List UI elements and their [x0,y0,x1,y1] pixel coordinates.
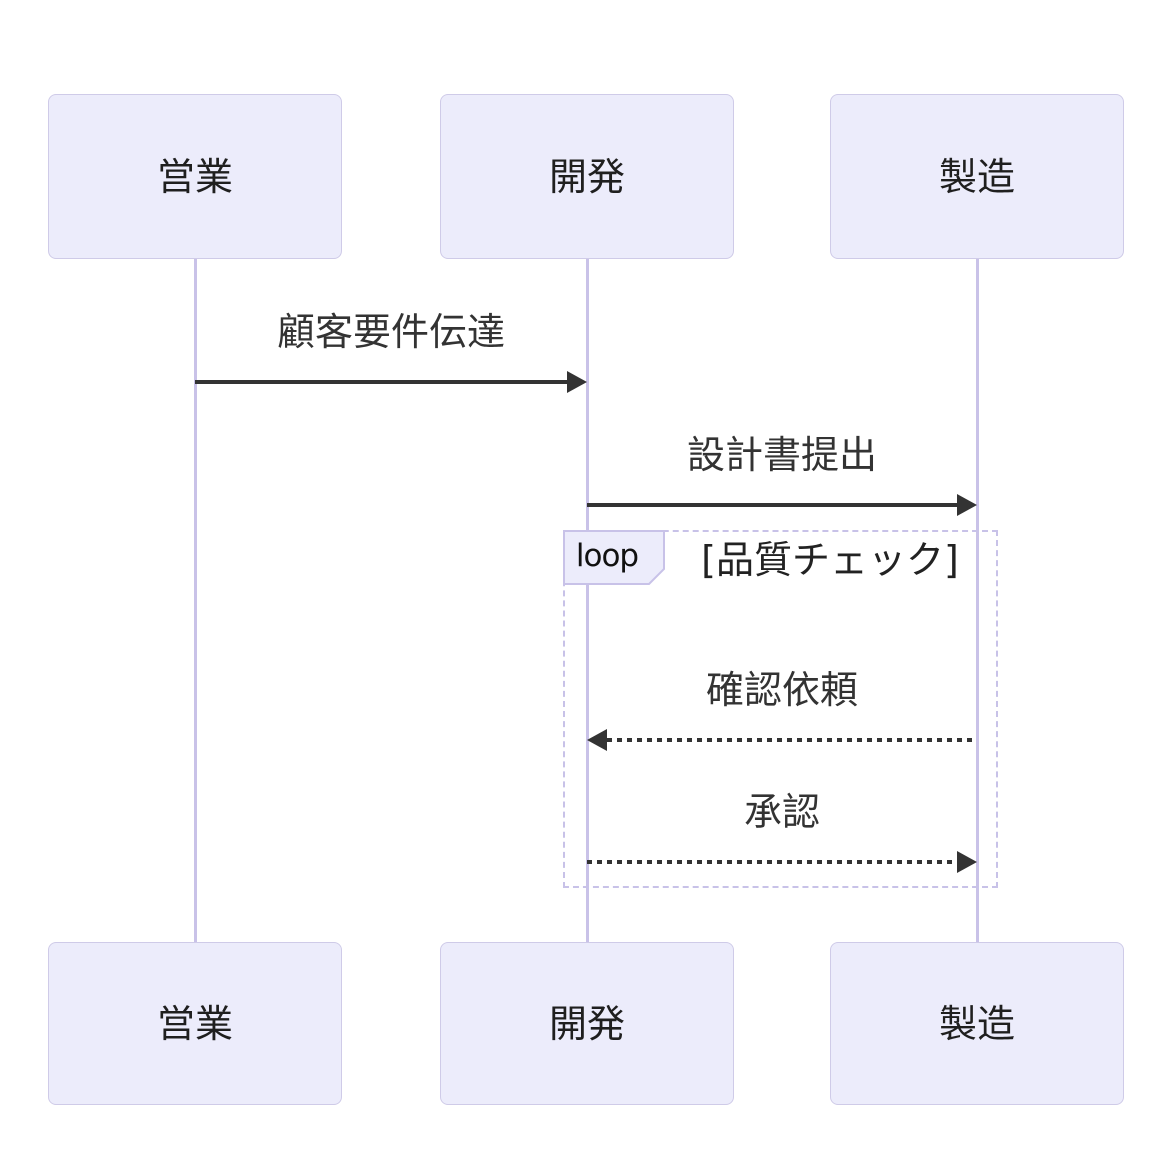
message-line-approval [587,860,959,864]
arrowhead-left-icon [587,729,607,751]
arrowhead-right-icon [567,371,587,393]
message-line-confirm-request [607,738,977,742]
loop-frame [563,530,998,888]
message-label-confirm-request: 確認依頼 [705,668,859,712]
actor-label: 製造 [938,1001,1015,1046]
arrowhead-right-icon [957,851,977,873]
actor-top-dev: 開発 [440,94,734,259]
message-label-approval: 承認 [743,790,821,834]
lifeline-mfg [975,259,979,942]
actor-bottom-sales: 営業 [48,942,342,1105]
actor-label: 営業 [156,154,233,199]
message-line-design-doc [587,503,959,507]
lifeline-dev [585,259,589,942]
arrowhead-right-icon [957,494,977,516]
actor-top-sales: 営業 [48,94,342,259]
loop-label-tab [563,530,665,585]
message-label-requirements: 顧客要件伝達 [276,310,506,354]
loop-condition: [品質チェック] [701,538,959,582]
actor-label: 製造 [938,154,1015,199]
actor-label: 営業 [156,1001,233,1046]
message-line-requirements [195,380,569,384]
actor-bottom-mfg: 製造 [830,942,1124,1105]
actor-top-mfg: 製造 [830,94,1124,259]
message-label-design-doc: 設計書提出 [686,433,878,477]
lifeline-sales [193,259,197,942]
actor-label: 開発 [548,154,625,199]
actor-label: 開発 [548,1001,625,1046]
loop-keyword: loop [575,538,639,574]
loop-tab-shape [563,530,665,585]
actor-bottom-dev: 開発 [440,942,734,1105]
